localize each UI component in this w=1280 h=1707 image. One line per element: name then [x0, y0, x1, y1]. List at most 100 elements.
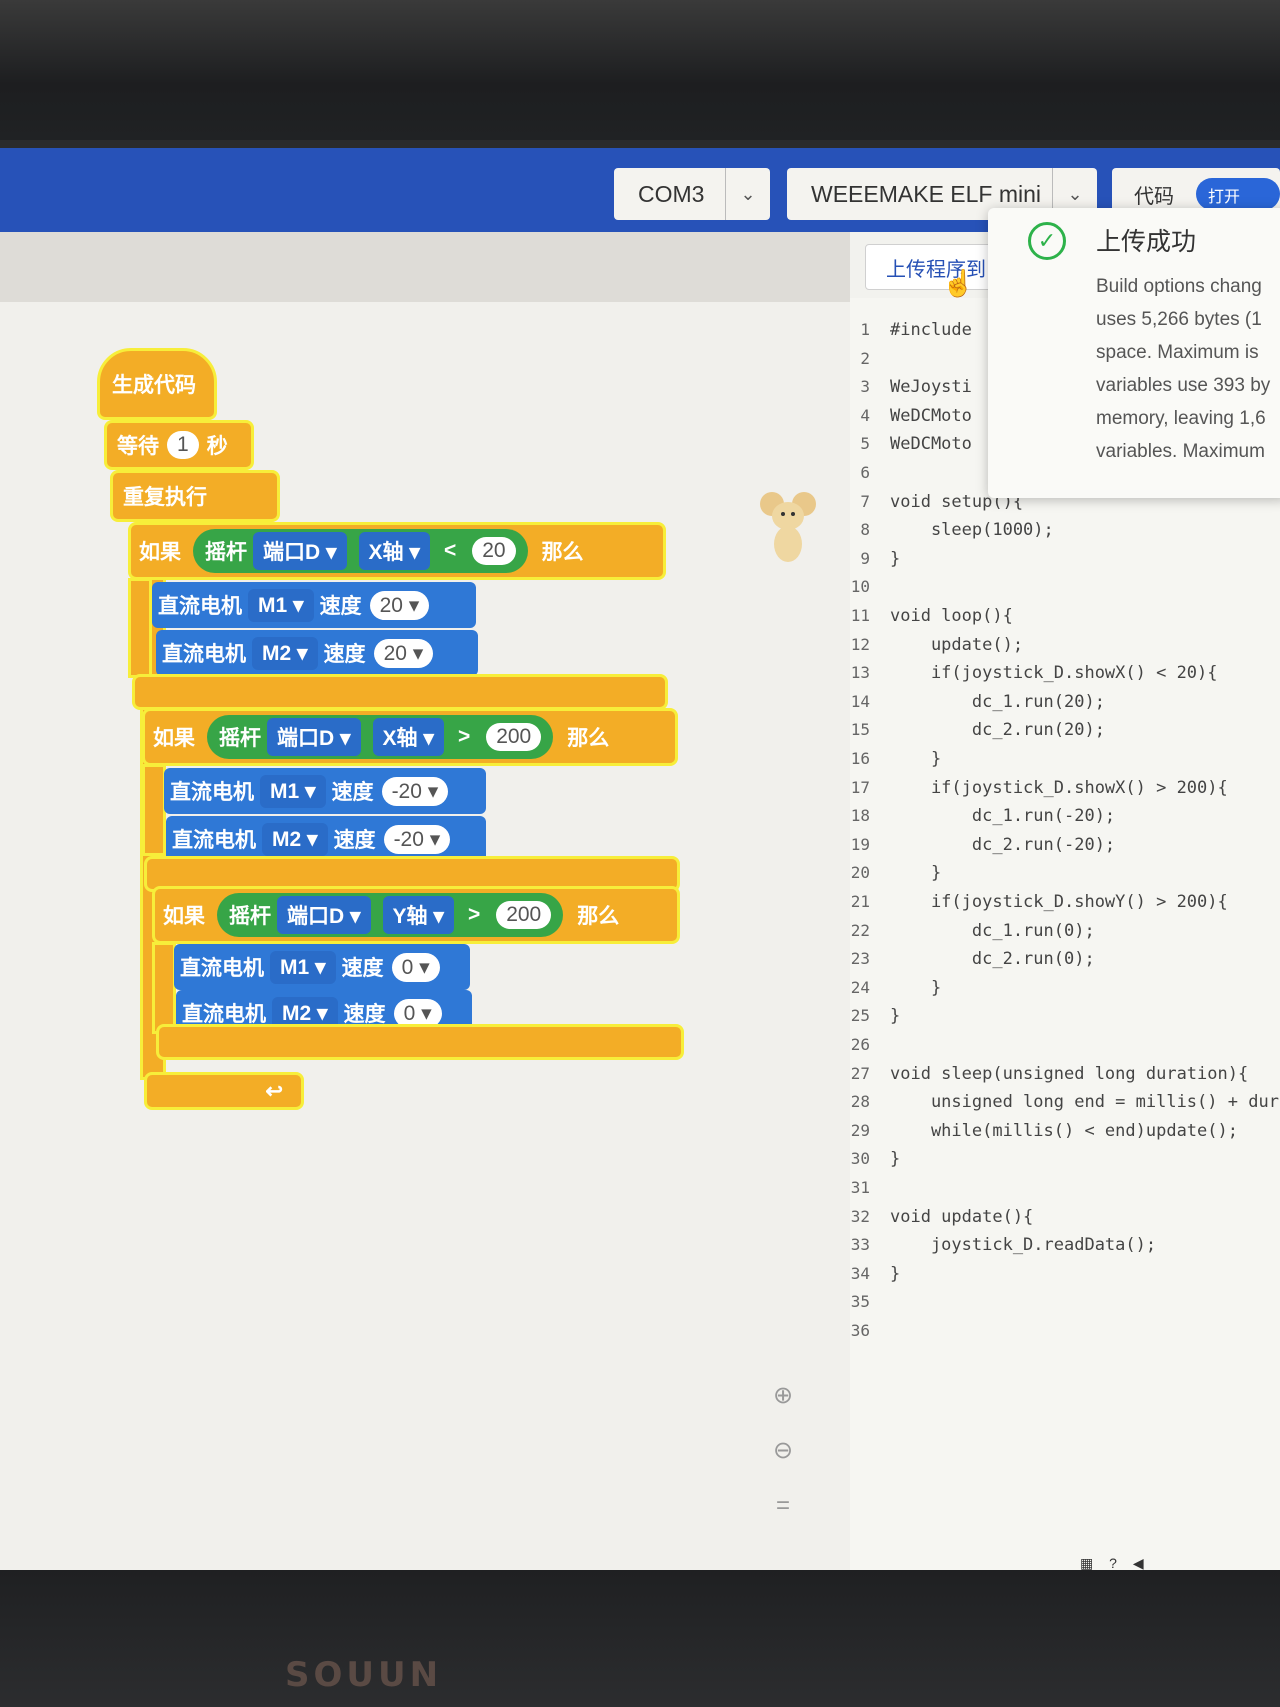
toggle-label: 打开: [1208, 189, 1241, 206]
axis-dropdown[interactable]: Y轴 ▾: [382, 896, 454, 934]
forever-block[interactable]: 重复执行: [110, 470, 280, 522]
code-line: dc_2.run(0);: [890, 949, 1095, 970]
if-block-1[interactable]: 如果 摇杆 端口D ▾ X轴 ▾ < 20 那么: [128, 522, 666, 580]
line-number: 22: [850, 920, 870, 940]
code-line: WeDCMoto: [890, 405, 972, 426]
joystick-label: 摇杆: [219, 727, 261, 750]
line-number: 10: [850, 577, 870, 597]
condition-2[interactable]: 摇杆 端口D ▾ X轴 ▾ > 200: [207, 715, 554, 759]
hat-block[interactable]: 生成代码: [97, 348, 217, 420]
condition-3[interactable]: 摇杆 端口D ▾ Y轴 ▾ > 200: [217, 893, 564, 937]
speed-value[interactable]: 0 ▾: [391, 952, 440, 982]
motor-dropdown[interactable]: M2 ▾: [262, 822, 328, 856]
motor-dropdown[interactable]: M1 ▾: [260, 774, 326, 808]
line-number: 21: [850, 892, 870, 911]
motor-block-2[interactable]: 直流电机 M2 ▾ 速度 20 ▾: [156, 630, 478, 676]
line-number: 18: [850, 806, 870, 826]
code-line: }: [890, 1149, 901, 1170]
if-block-2[interactable]: 如果 摇杆 端口D ▾ X轴 ▾ > 200 那么: [142, 708, 678, 766]
code-line: }: [890, 1006, 901, 1027]
code-line: sleep(1000);: [890, 520, 1054, 541]
wait-value[interactable]: 1: [167, 431, 199, 459]
code-line: #include: [890, 320, 972, 340]
motor-block-3[interactable]: 直流电机 M1 ▾ 速度 -20 ▾: [164, 768, 486, 814]
threshold-value[interactable]: 20: [472, 537, 516, 565]
motor-label: 直流电机: [182, 1003, 266, 1026]
speed-label: 速度: [319, 595, 362, 618]
speed-value[interactable]: -20 ▾: [383, 824, 451, 854]
speed-value[interactable]: 0 ▾: [393, 998, 442, 1028]
operator: >: [467, 903, 481, 926]
line-number: 25: [850, 1006, 870, 1026]
line-number: 15: [850, 720, 870, 740]
motor-block-4[interactable]: 直流电机 M2 ▾ 速度 -20 ▾: [166, 816, 486, 862]
monitor-bezel-top: [0, 0, 1280, 140]
line-number: 8: [860, 520, 870, 540]
motor-dropdown[interactable]: M1 ▾: [270, 950, 336, 984]
speed-label: 速度: [323, 643, 366, 666]
motor-dropdown[interactable]: M1 ▾: [248, 588, 314, 622]
line-number: 28: [850, 1092, 870, 1112]
forever-end: ↩: [144, 1072, 304, 1110]
motor-block-5[interactable]: 直流电机 M1 ▾ 速度 0 ▾: [174, 944, 470, 990]
line-number: 30: [850, 1149, 870, 1169]
line-number: 17: [850, 777, 870, 797]
zoom-in-icon[interactable]: ⊕: [772, 1382, 794, 1409]
check-circle-icon: ✓: [1028, 222, 1066, 260]
speed-value[interactable]: 20 ▾: [369, 590, 430, 620]
speed-label: 速度: [341, 957, 384, 980]
code-line: void sleep(unsigned long duration){: [890, 1063, 1249, 1084]
condition-1[interactable]: 摇杆 端口D ▾ X轴 ▾ < 20: [193, 529, 528, 573]
code-line: update();: [890, 634, 1024, 655]
line-number: 3: [860, 377, 870, 397]
threshold-value[interactable]: 200: [486, 723, 542, 751]
line-number: 31: [850, 1178, 870, 1197]
threshold-value[interactable]: 200: [496, 901, 552, 929]
port-select[interactable]: COM3 ⌄: [614, 168, 770, 220]
zoom-out-icon[interactable]: ⊖: [772, 1437, 794, 1464]
code-line: }: [890, 749, 942, 769]
port-dropdown[interactable]: 端口D ▾: [267, 718, 361, 756]
speed-label: 速度: [343, 1003, 386, 1026]
line-number: 6: [860, 463, 870, 482]
system-tray: ▦ ? ◀: [1080, 1555, 1150, 1572]
wait-block[interactable]: 等待 1 秒: [104, 420, 254, 470]
network-icon: ▦: [1080, 1555, 1100, 1571]
line-number: 12: [850, 634, 870, 654]
speed-value[interactable]: -20 ▾: [381, 776, 449, 806]
line-number: 7: [860, 491, 870, 511]
volume-icon: ◀: [1132, 1555, 1150, 1571]
motor-dropdown[interactable]: M2 ▾: [252, 636, 318, 670]
line-number: 4: [860, 405, 870, 425]
motor-label: 直流电机: [162, 643, 246, 666]
board-value: WEEEMAKE ELF mini: [811, 180, 1042, 207]
axis-dropdown[interactable]: X轴 ▾: [372, 718, 444, 756]
toast-line: variables use 393 by: [1096, 375, 1271, 396]
motor-label: 直流电机: [172, 829, 256, 852]
line-number: 32: [850, 1206, 870, 1226]
axis-dropdown[interactable]: X轴 ▾: [358, 532, 430, 570]
line-number: 5: [860, 434, 870, 454]
toast-line: uses 5,266 bytes (1: [1096, 309, 1262, 330]
toast-line: Build options chang: [1096, 276, 1262, 297]
code-toggle[interactable]: 打开: [1196, 178, 1280, 210]
code-line: dc_1.run(0);: [890, 920, 1095, 941]
forever-label: 重复执行: [123, 486, 207, 509]
code-line: }: [890, 548, 901, 569]
line-number: 33: [850, 1235, 870, 1255]
speed-value[interactable]: 20 ▾: [373, 638, 434, 668]
joystick-label: 摇杆: [205, 541, 247, 564]
motor-block-1[interactable]: 直流电机 M1 ▾ 速度 20 ▾: [152, 582, 476, 628]
code-pane: [850, 298, 1280, 1580]
then-label: 那么: [541, 541, 584, 564]
if-block-3[interactable]: 如果 摇杆 端口D ▾ Y轴 ▾ > 200 那么: [152, 886, 680, 944]
code-line: }: [890, 977, 942, 998]
port-dropdown[interactable]: 端口D ▾: [277, 896, 371, 934]
if-label: 如果: [153, 727, 195, 750]
zoom-reset-icon[interactable]: =: [775, 1492, 790, 1519]
line-number: 16: [850, 749, 870, 768]
port-dropdown[interactable]: 端口D ▾: [253, 532, 347, 570]
chevron-down-icon: ⌄: [1052, 168, 1097, 220]
motor-label: 直流电机: [180, 957, 264, 980]
